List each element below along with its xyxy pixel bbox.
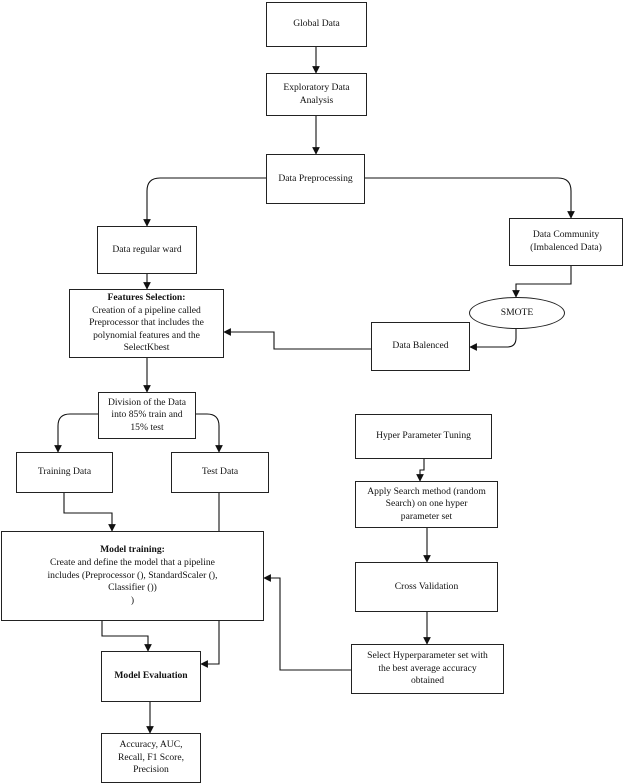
node-text-line: Data Community (532, 229, 600, 241)
node-text-line: Division of the Data (107, 396, 187, 408)
node-text-line: Classifier ()) (108, 582, 157, 594)
node-features-selection: Features Selection:Creation of a pipelin… (69, 289, 224, 358)
arrow-balanced-to-features (223, 328, 371, 350)
node-text-line: Cross Validation (394, 580, 459, 592)
node-text-line: Data regular ward (112, 243, 182, 255)
arrow-preprocessing-to-community (364, 177, 575, 219)
node-text-line: Data Preprocessing (278, 172, 353, 184)
node-text-line: SMOTE (500, 306, 534, 318)
node-smote: SMOTE (469, 297, 565, 329)
node-text-line: Create and define the model that a pipel… (50, 557, 215, 569)
node-text-line: parameter set (400, 510, 453, 522)
node-text-line: Hyper Parameter Tuning (376, 430, 471, 442)
node-cross-validation: Cross Validation (355, 562, 498, 612)
node-text-line: Test Data (201, 466, 239, 478)
arrow-community-to-smote (512, 266, 572, 298)
node-training-data: Training Data (16, 452, 113, 493)
node-title: Model Evaluation (114, 670, 188, 682)
node-text-line: includes (Preprocessor (), StandardScale… (47, 569, 218, 581)
node-text-line: Analysis (299, 94, 334, 106)
node-text-line: Training Data (37, 466, 92, 478)
node-text-line: the best average accuracy (378, 662, 477, 674)
node-text-line: (Imbalenced Data) (530, 242, 602, 253)
arrow-smote-to-balanced (469, 329, 517, 351)
node-data-community: Data Community(Imbalenced Data) (509, 218, 623, 266)
node-data-regular-ward: Data regular ward (97, 226, 197, 274)
node-text-line: SelectKbest (123, 342, 170, 354)
node-text-line: Creation of a pipeline called (92, 304, 201, 316)
node-title: Features Selection: (107, 291, 186, 303)
node-text-line: obtained (410, 675, 445, 687)
arrow-hyper-tuning-to-search (416, 459, 425, 482)
node-text-line: Preprocessor that includes the (89, 317, 204, 329)
node-global-data: Global Data (266, 2, 367, 47)
arrow-model-training-to-evaluation (101, 621, 152, 652)
node-text-line: Accuracy, AUC, (119, 739, 183, 751)
arrow-division-to-training (54, 413, 98, 453)
node-text-line: Search) on one hyper (385, 498, 468, 510)
node-title: Model training: (100, 544, 165, 556)
node-text-line: Exploratory Data (283, 81, 350, 93)
node-text-line: ) (130, 594, 135, 606)
node-text-line: Select Hyperparameter set with (367, 650, 488, 662)
node-text-line: Recall, F1 Score, (117, 751, 185, 763)
node-data-balanced: Data Balenced (371, 322, 470, 371)
node-text-line: Data Balenced (392, 340, 449, 352)
arrow-division-to-test (196, 413, 223, 453)
node-text-line: Global Data (293, 18, 340, 30)
node-hyper-parameter-tuning: Hyper Parameter Tuning (355, 414, 492, 459)
node-metrics: Accuracy, AUC,Recall, F1 Score,Precision (101, 733, 201, 783)
node-text-line: polynomial features and the (93, 329, 200, 341)
node-test-data: Test Data (171, 452, 269, 493)
node-text-line: Apply Search method (random (367, 485, 486, 497)
node-text-line: 15% test (130, 421, 164, 433)
node-text-line: into 85% train and (111, 409, 183, 421)
node-model-evaluation: Model Evaluation (101, 651, 201, 702)
node-data-preprocessing: Data Preprocessing (266, 154, 365, 204)
node-model-training: Model training:Create and define the mod… (1, 531, 264, 621)
node-text-line: Precision (133, 764, 169, 776)
arrow-select-to-model-training (263, 574, 351, 671)
arrow-training-to-model-training (63, 493, 116, 532)
arrow-preprocessing-to-regular-ward (143, 177, 266, 227)
